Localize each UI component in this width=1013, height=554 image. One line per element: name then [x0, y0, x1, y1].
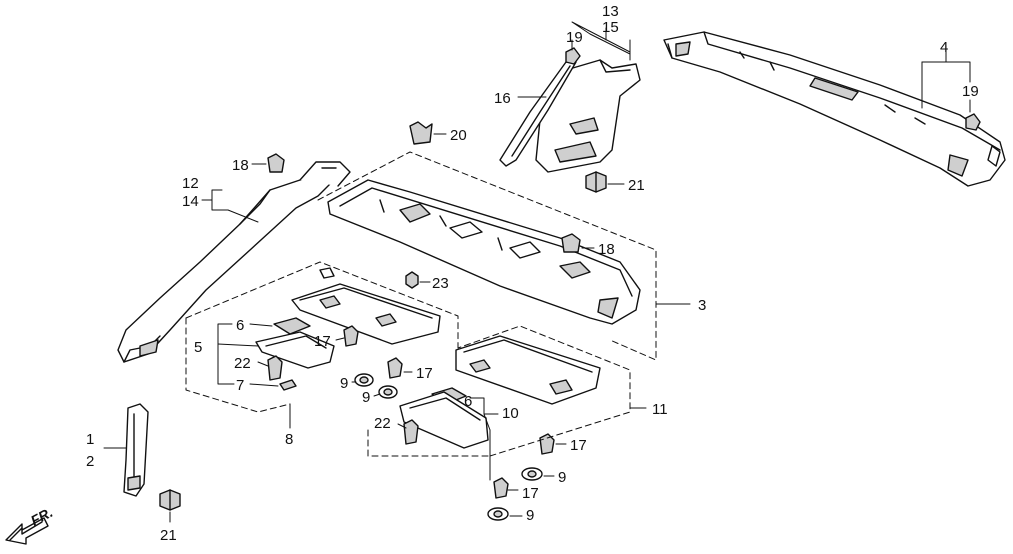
part-3-headliner[interactable]: [327, 179, 641, 325]
label-part-3: 3: [698, 297, 706, 314]
label-part-15: 15: [602, 19, 619, 36]
bolt-22-right[interactable]: [403, 419, 419, 445]
label-part-19-right: 19: [962, 83, 979, 100]
bolt-17-middle[interactable]: [387, 357, 403, 379]
label-part-10: 10: [502, 405, 519, 422]
label-part-23: 23: [432, 275, 449, 292]
label-part-17-left: 17: [314, 333, 331, 350]
label-part-11: 11: [652, 401, 668, 418]
label-part-18-left: 18: [232, 157, 249, 174]
label-part-22-right: 22: [374, 415, 391, 432]
label-part-22-left: 22: [234, 355, 251, 372]
label-part-5: 5: [194, 339, 202, 356]
part-8-left-visor-bracket[interactable]: [291, 267, 441, 345]
clip-18-center[interactable]: [561, 233, 581, 253]
label-part-6-right: 6: [464, 393, 472, 410]
bolt-23[interactable]: [405, 271, 419, 289]
label-part-8: 8: [285, 431, 293, 448]
bolt-21-upper[interactable]: [585, 171, 607, 193]
label-part-9-d: 9: [526, 507, 534, 524]
part-16-weatherstrip[interactable]: [499, 61, 577, 167]
label-part-21-lower: 21: [160, 527, 177, 544]
label-part-9-a: 9: [340, 375, 348, 392]
part-12-14-front-pillar-trim[interactable]: [117, 161, 351, 363]
label-part-1: 1: [86, 431, 94, 448]
label-part-9-c: 9: [558, 469, 566, 486]
part-number-labels: 1 2 3 4 5 6 6 7 8 9 9 9 9 10 11 12 13 14…: [28, 3, 979, 544]
label-part-18-center: 18: [598, 241, 615, 258]
label-part-17-bottom: 17: [522, 485, 539, 502]
dashed-guide-lines: [185, 151, 657, 457]
part-11-right-visor-bracket[interactable]: [455, 335, 601, 405]
label-part-7: 7: [236, 377, 244, 394]
part-5-left-sunvisor[interactable]: [255, 331, 335, 369]
bolt-17-left[interactable]: [343, 325, 359, 347]
leader-lines: [103, 21, 971, 523]
bolt-22-left[interactable]: [267, 355, 283, 381]
label-part-2: 2: [86, 453, 94, 470]
part-6-left-mirror-cover[interactable]: [273, 317, 311, 335]
label-part-16: 16: [494, 90, 511, 107]
part-4-rear-roof-rail[interactable]: [663, 31, 1006, 187]
part-13-15-rear-pillar-trim[interactable]: [535, 59, 641, 173]
label-part-14: 14: [182, 193, 199, 210]
bolt-17-bottom[interactable]: [493, 477, 509, 499]
label-part-6-left: 6: [236, 317, 244, 334]
label-part-17-right: 17: [570, 437, 587, 454]
front-direction-arrow-icon: [5, 517, 49, 545]
clip-20[interactable]: [409, 121, 433, 145]
label-part-19-left: 19: [566, 29, 583, 46]
clip-19-left[interactable]: [565, 47, 581, 65]
clip-18-left[interactable]: [267, 153, 285, 173]
bolt-21-lower[interactable]: [159, 489, 181, 511]
part-10-right-sunvisor[interactable]: [399, 391, 489, 449]
label-part-20: 20: [450, 127, 467, 144]
label-part-17-middle: 17: [416, 365, 433, 382]
label-part-13: 13: [602, 3, 619, 20]
nut-9-right-b[interactable]: [487, 507, 509, 521]
label-part-9-b: 9: [362, 389, 370, 406]
nut-9-left-a[interactable]: [354, 373, 374, 387]
label-part-12: 12: [182, 175, 199, 192]
part-1-2-center-pillar-trim[interactable]: [123, 403, 149, 497]
part-7-left-visor-pin[interactable]: [279, 379, 297, 391]
nut-9-right-a[interactable]: [521, 467, 543, 481]
label-part-4: 4: [940, 39, 948, 56]
nut-9-left-b[interactable]: [378, 385, 398, 399]
clip-19-right[interactable]: [965, 113, 981, 131]
label-part-21-upper: 21: [628, 177, 645, 194]
